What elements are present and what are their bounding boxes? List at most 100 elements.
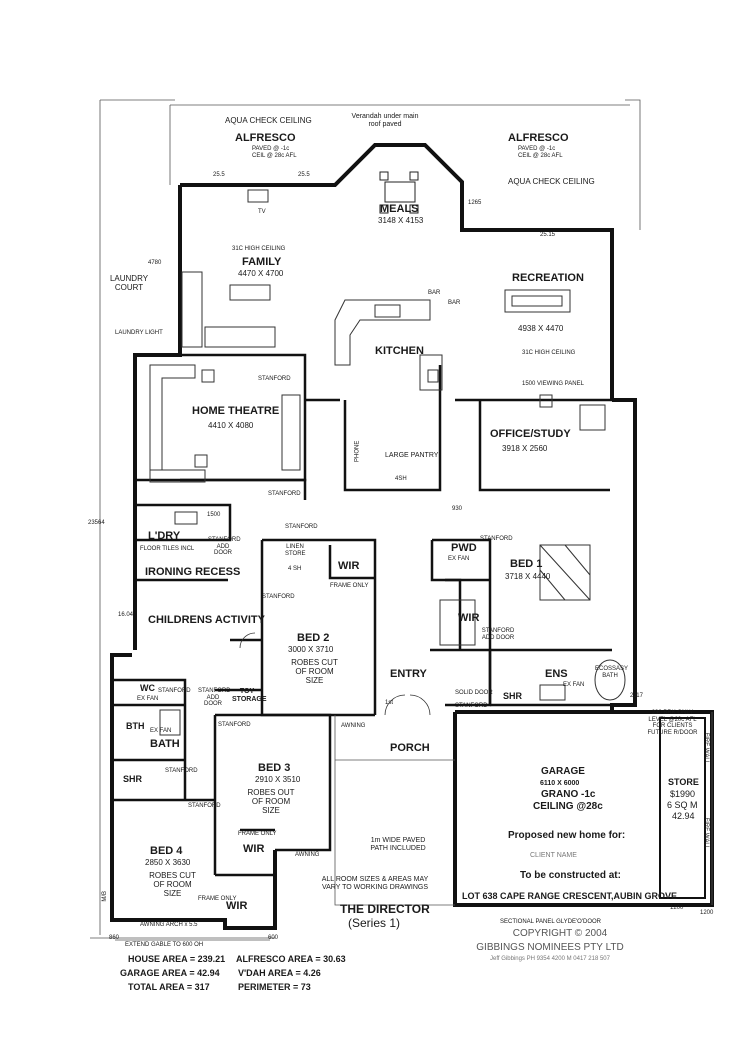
copyright-company: GIBBINGS NOMINEES PTY LTD <box>476 942 624 953</box>
porch-label: PORCH <box>390 742 430 754</box>
dim-family-top: 25.5 <box>213 172 225 178</box>
tv-label: TV <box>258 209 266 215</box>
frame-only-bed4: FRAME ONLY <box>198 896 237 902</box>
bed1-furniture <box>539 544 591 601</box>
proposal-client: CLIENT NAME <box>530 852 577 859</box>
bed2-label: BED 2 <box>297 632 330 644</box>
awning-arch-label: AWNING ARCH x 5.5 <box>140 922 198 928</box>
large-pantry-shelves: 4SH <box>395 476 407 482</box>
recreation-furniture <box>504 289 571 313</box>
stanford-9: STANFORD <box>188 803 221 809</box>
store-price: $1990 <box>670 789 696 799</box>
wir-label-bed3: WIR <box>243 843 265 855</box>
alfresco-left-label: ALFRESCO <box>235 132 296 144</box>
bed4-size: 2850 X 3630 <box>145 858 191 867</box>
phone-label: PHONE <box>354 440 361 462</box>
large-pantry-label: LARGE PANTRY <box>385 452 439 459</box>
linen-shelves: 4 SH <box>288 566 302 572</box>
stanford-add-door-1: STANFORD ADD DOOR <box>481 628 515 641</box>
kitchen-fixtures <box>334 299 443 391</box>
extend-gable-label: EXTEND GABLE TO 600 OH <box>125 942 204 948</box>
bed3-robes: ROBES OUT OF ROOM SIZE <box>247 788 295 815</box>
awning-label-2: AWNING <box>295 852 320 858</box>
dim-garage-left: 1200 <box>670 905 684 911</box>
store-value: 42.94 <box>672 811 695 821</box>
bar-label-2: BAR <box>448 300 461 306</box>
garage-outline <box>659 717 706 899</box>
vdah-area: V'DAH AREA = 4.26 <box>238 968 321 978</box>
alfresco-ceiling-note-left: AQUA CHECK CEILING <box>225 116 312 125</box>
stanford-5: STANFORD <box>480 536 513 542</box>
office-size: 3918 X 2560 <box>502 444 548 453</box>
dim-gable-right: 600 <box>268 935 279 941</box>
alfresco-right-paving: PAVED @ -1c <box>518 146 556 152</box>
alfresco-right-ceil: CEIL @ 28c AFL <box>518 153 563 159</box>
stanford-add-door-3: STANFORD ADD DOOR <box>208 537 241 557</box>
family-label: FAMILY <box>242 256 282 268</box>
recreation-label: RECREATION <box>512 272 584 284</box>
total-area: TOTAL AREA = 317 <box>128 982 210 992</box>
proposal-lot: LOT 638 CAPE RANGE CRESCENT,AUBIN GROVE <box>462 891 678 901</box>
kitchen-label: KITCHEN <box>375 345 424 357</box>
alfresco-ceiling-note-right: AQUA CHECK CEILING <box>508 177 595 186</box>
bth-label: BTH <box>126 721 145 731</box>
garage-ceiling: CEILING @28c <box>533 801 603 812</box>
inner-walls <box>112 353 612 877</box>
dim-meals-top: 25.5 <box>298 172 310 178</box>
childrens-activity-label: CHILDRENS ACTIVITY <box>148 614 265 626</box>
laundry-court-label: LAUNDRY COURT <box>109 274 149 292</box>
fire-wall-label-2: FIRE WALL <box>703 817 710 850</box>
bath-note: EX FAN <box>150 728 172 734</box>
solid-door-label: SOLID DOOR <box>455 690 493 696</box>
shr-label-bath: SHR <box>123 774 143 784</box>
copyright-contact: Jeff Gibbings PH 9354 4200 M 0417 218 50… <box>490 956 610 962</box>
bed1-label: BED 1 <box>510 558 543 570</box>
bed2-size: 3000 X 3710 <box>288 645 334 654</box>
series-label: (Series 1) <box>348 916 401 930</box>
bar-label-1: BAR <box>428 290 441 296</box>
pwd-note: EX FAN <box>448 556 470 562</box>
first-step-label: 1st <box>385 700 394 706</box>
stanford-3: STANFORD <box>285 524 318 530</box>
director-label: THE DIRECTOR <box>340 902 430 916</box>
bathroom-fixtures <box>159 511 626 736</box>
alfresco-right-label: ALFRESCO <box>508 132 569 144</box>
alfresco-left-paving: PAVED @ -1c <box>252 146 290 152</box>
wir-label-bed2: WIR <box>338 560 360 572</box>
meals-size: 3148 X 4153 <box>378 216 424 225</box>
bed3-size: 2910 X 3510 <box>255 775 301 784</box>
meals-table <box>379 171 419 214</box>
proposal-heading: Proposed new home for: <box>508 830 626 841</box>
store-future-note: 230 BRK ONLY LEVEL @20c AFL FOR CLIENTS … <box>647 710 698 736</box>
dim-garage-right: 1200 <box>700 910 714 916</box>
house-area: HOUSE AREA = 239.21 <box>128 954 226 964</box>
wc-note: EX FAN <box>137 696 159 702</box>
garage-floor: GRANO -1c <box>541 789 596 800</box>
wir-label-bed4: WIR <box>226 900 248 912</box>
ldry-label: L'DRY <box>148 530 181 542</box>
laundry-light-label: LAUNDRY LIGHT <box>115 330 163 336</box>
ens-bath-note: ECOSSASY BATH <box>595 666 629 679</box>
office-label: OFFICE/STUDY <box>490 428 571 440</box>
dim-recreation-top: 25.15 <box>540 232 556 238</box>
ens-label: ENS <box>545 668 568 680</box>
doors <box>239 632 431 716</box>
alfresco-area: ALFRESCO AREA = 30.63 <box>236 954 346 964</box>
theatre-furniture <box>149 364 301 483</box>
home-theatre-label: HOME THEATRE <box>192 405 280 417</box>
frame-only-bed3: FRAME ONLY <box>238 831 277 837</box>
stanford-add-door-2: STANFORD ADD DOOR <box>198 688 231 708</box>
dim-alfresco: 1265 <box>468 200 482 206</box>
perimeter: PERIMETER = 73 <box>238 982 311 992</box>
home-theatre-size: 4410 X 4080 <box>208 421 254 430</box>
dim-hall: 930 <box>452 506 463 512</box>
linen-store-label: LINEN STORE <box>285 544 306 557</box>
outer-walls <box>110 143 714 930</box>
ldry-note: FLOOR TILES INCL <box>140 546 195 552</box>
family-furniture <box>181 189 276 348</box>
store-label: STORE <box>668 777 699 787</box>
dim-activity: 16.04 <box>118 612 134 618</box>
dim-gable-left: 860 <box>109 935 120 941</box>
garage-label: GARAGE <box>541 766 585 777</box>
